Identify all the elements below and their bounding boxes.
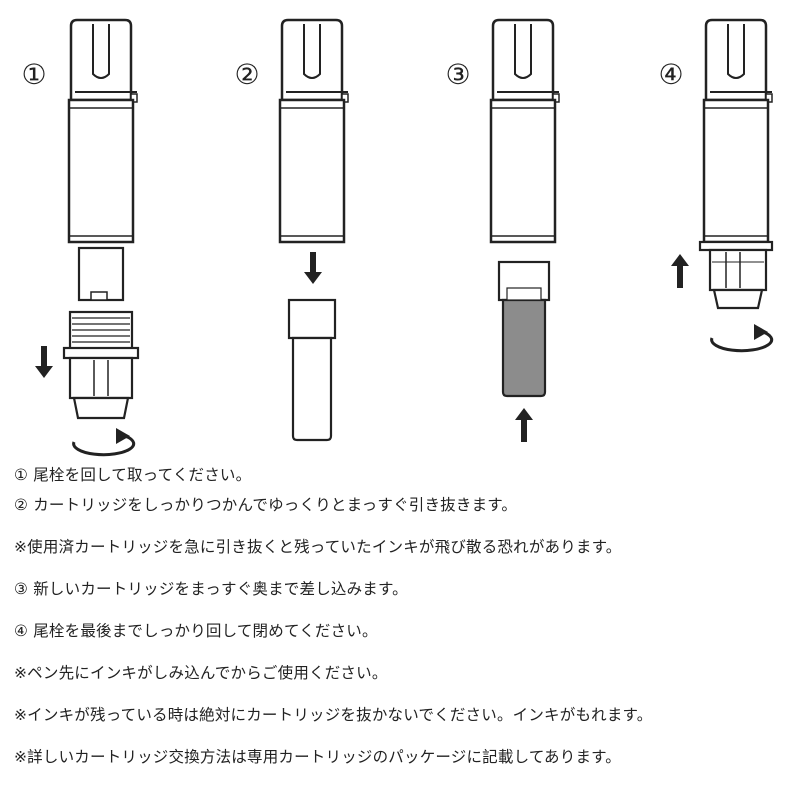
step-2-illustration: ② bbox=[234, 18, 350, 442]
instruction-step-3: ③ 新しいカートリッジをまっすぐ奥まで差し込みます。 bbox=[14, 580, 408, 598]
rotate-counterclockwise-icon bbox=[72, 426, 136, 457]
arrow-down-icon bbox=[304, 252, 322, 284]
arrow-down-icon bbox=[35, 346, 53, 378]
step-3-marker: ③ bbox=[445, 58, 470, 91]
instruction-note-soak: ※ペン先にインキがしみ込んでからご使用ください。 bbox=[14, 664, 388, 682]
instruction-warning-leak: ※インキが残っている時は絶対にカートリッジを抜かないでください。インキがもれます… bbox=[14, 706, 653, 724]
instruction-list: ① 尾栓を回して取ってください。 ② カートリッジをしっかりつかんでゆっくりとま… bbox=[14, 462, 794, 786]
step-4-illustration: ④ bbox=[658, 18, 774, 353]
step-3-illustration: ③ bbox=[445, 18, 561, 442]
step-2-marker: ② bbox=[234, 58, 259, 91]
step-1-illustration: ① bbox=[21, 18, 140, 457]
cartridge-replacement-diagram: ① ② ③ bbox=[21, 18, 774, 457]
instruction-step-4: ④ 尾栓を最後までしっかり回して閉めてください。 bbox=[14, 622, 378, 640]
used-cartridge bbox=[287, 298, 337, 442]
end-plug bbox=[62, 310, 140, 420]
instruction-warning-splash: ※使用済カートリッジを急に引き抜くと残っていたインキが飛び散る恐れがあります。 bbox=[14, 538, 622, 556]
arrow-up-icon bbox=[515, 408, 533, 442]
step-1-marker: ① bbox=[21, 58, 46, 91]
instruction-step-1: ① 尾栓を回して取ってください。 bbox=[14, 466, 252, 484]
arrow-up-icon bbox=[671, 254, 689, 288]
instruction-note-package: ※詳しいカートリッジ交換方法は専用カートリッジのパッケージに記載してあります。 bbox=[14, 748, 622, 766]
closed-end-plug bbox=[698, 240, 774, 310]
step-4-marker: ④ bbox=[658, 58, 683, 91]
rotate-counterclockwise-icon bbox=[710, 322, 774, 353]
instruction-step-2: ② カートリッジをしっかりつかんでゆっくりとまっすぐ引き抜きます。 bbox=[14, 496, 518, 514]
new-cartridge bbox=[497, 260, 551, 398]
